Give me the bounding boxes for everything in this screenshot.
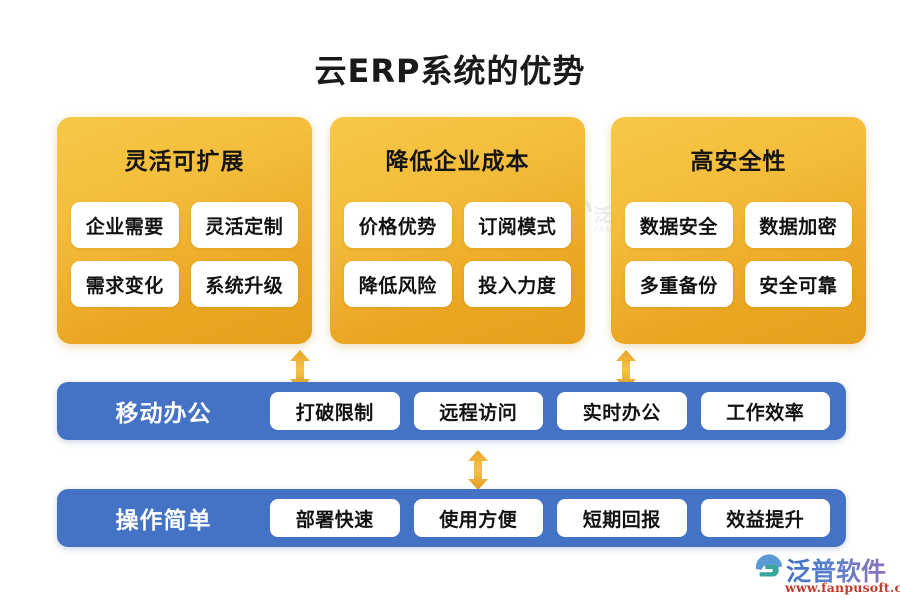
panel-item[interactable]: 需求变化 — [71, 261, 179, 307]
panel-item-grid: 价格优势 订阅模式 降低风险 投入力度 — [344, 202, 571, 307]
bar-item[interactable]: 实时办公 — [557, 392, 687, 430]
panel-item[interactable]: 订阅模式 — [463, 202, 571, 248]
panel-item-grid: 企业需要 灵活定制 需求变化 系统升级 — [71, 202, 298, 307]
panel-item[interactable]: 灵活定制 — [190, 202, 298, 248]
fanpu-swoosh-icon — [755, 554, 783, 577]
logo-brand-name: 泛普软件 — [786, 552, 886, 588]
advantage-panel-reduce-cost[interactable]: 降低企业成本 价格优势 订阅模式 降低风险 投入力度 — [330, 117, 585, 344]
panel-item[interactable]: 投入力度 — [463, 261, 571, 307]
panel-title: 灵活可扩展 — [124, 149, 245, 175]
bar-item[interactable]: 工作效率 — [700, 392, 830, 430]
panel-title: 降低企业成本 — [385, 149, 530, 175]
feature-bar-mobile-office[interactable]: 移动办公 打破限制 远程访问 实时办公 工作效率 — [57, 382, 846, 440]
bar-item[interactable]: 部署快速 — [270, 499, 400, 537]
bar-item[interactable]: 远程访问 — [413, 392, 543, 430]
advantage-panel-high-security[interactable]: 高安全性 数据安全 数据加密 多重备份 安全可靠 — [611, 117, 866, 344]
panel-item[interactable]: 价格优势 — [344, 202, 452, 248]
panel-item[interactable]: 降低风险 — [344, 261, 452, 307]
double-arrow-icon — [290, 350, 310, 390]
double-arrow-icon — [468, 450, 488, 490]
panel-item[interactable]: 企业需要 — [71, 202, 179, 248]
bar-item-list: 部署快速 使用方便 短期回报 效益提升 — [270, 499, 846, 537]
page-title: 云ERP系统的优势 — [314, 52, 586, 90]
bar-item[interactable]: 短期回报 — [557, 499, 687, 537]
panel-item[interactable]: 系统升级 — [190, 261, 298, 307]
feature-bar-simple-operation[interactable]: 操作简单 部署快速 使用方便 短期回报 效益提升 — [57, 489, 846, 547]
panel-item-grid: 数据安全 数据加密 多重备份 安全可靠 — [625, 202, 852, 307]
double-arrow-icon — [616, 350, 636, 390]
bar-label: 操作简单 — [115, 508, 212, 534]
panel-item[interactable]: 数据加密 — [744, 202, 852, 248]
bar-item-list: 打破限制 远程访问 实时办公 工作效率 — [270, 392, 846, 430]
brand-logo[interactable]: 泛普软件 www.fanpusoft.com — [752, 552, 900, 596]
panel-item[interactable]: 多重备份 — [625, 261, 733, 307]
panel-item[interactable]: 数据安全 — [625, 202, 733, 248]
bar-item[interactable]: 效益提升 — [700, 499, 830, 537]
advantage-panel-flexible-scalable[interactable]: 灵活可扩展 企业需要 灵活定制 需求变化 系统升级 — [57, 117, 312, 344]
bar-item[interactable]: 使用方便 — [413, 499, 543, 537]
panel-item[interactable]: 安全可靠 — [744, 261, 852, 307]
panel-title: 高安全性 — [690, 149, 787, 175]
bar-label: 移动办公 — [115, 401, 212, 427]
bar-item[interactable]: 打破限制 — [270, 392, 400, 430]
logo-website-url: www.fanpusoft.com — [785, 580, 900, 595]
